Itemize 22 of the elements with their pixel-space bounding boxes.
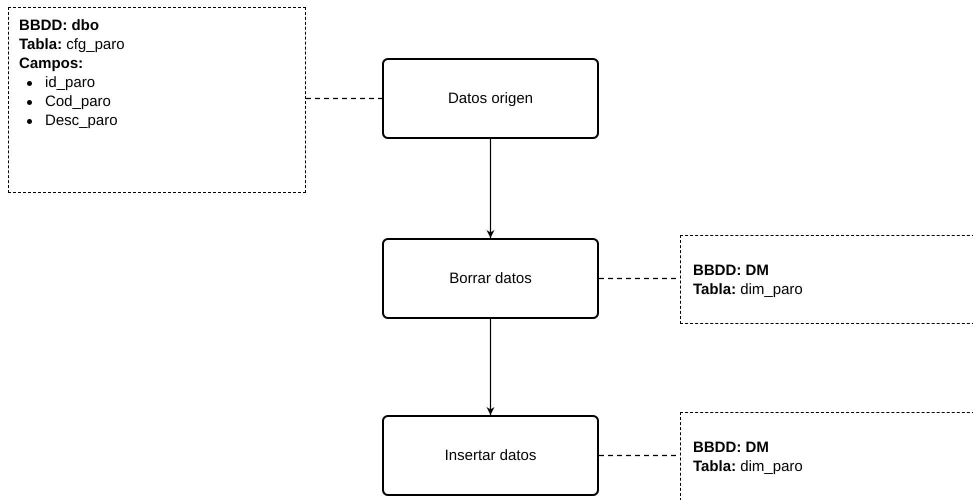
note-text: BBDD: DM (693, 260, 770, 280)
note-text: Tabla: dim_paro (693, 456, 804, 476)
process-label: Datos origen (448, 90, 534, 107)
process-label: Insertar datos (444, 447, 536, 464)
arrow (486, 319, 494, 415)
note-text: BBDD: DM (693, 438, 770, 456)
process-box (382, 415, 599, 496)
list-item: id_paro (19, 73, 295, 92)
process-label: Borrar datos (449, 270, 532, 287)
process-box (382, 238, 599, 319)
list-item: Cod_paro (19, 92, 295, 111)
process-box (382, 58, 599, 139)
note-text: Campos: (19, 54, 84, 73)
dashed-connector (306, 98, 382, 100)
note-box (680, 235, 973, 324)
list-item: Desc_paro (19, 111, 295, 130)
arrow (486, 139, 494, 238)
note-text: BBDD: dbo (19, 16, 100, 35)
note-text: Tabla: cfg_paro (19, 35, 126, 54)
note-text: Tabla: dim_paro (693, 280, 804, 298)
note-box (680, 412, 973, 500)
note-box (8, 7, 306, 193)
